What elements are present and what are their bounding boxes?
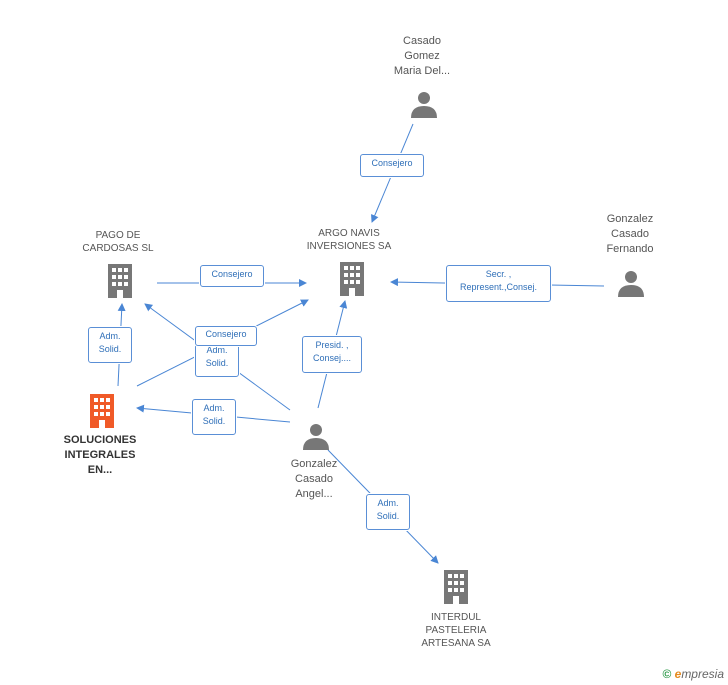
relation-text: Solid. (376, 511, 400, 521)
brand-initial: e (674, 667, 682, 681)
label-line: INTEGRALES (64, 449, 136, 461)
label-line: Maria Del... (393, 65, 451, 77)
company-label-soluciones[interactable]: SOLUCIONES INTEGRALES EN... (48, 433, 152, 478)
relation-label-secr-represent[interactable]: Secr. , Represent.,Consej. (446, 265, 551, 302)
label-line: INVERSIONES SA (306, 241, 392, 252)
person-label-gonzalez-angel[interactable]: Gonzalez Casado Angel... (264, 457, 364, 502)
label-line: PASTELERIA (425, 625, 487, 636)
person-label-casado-gomez[interactable]: Casado Gomez Maria Del... (370, 34, 474, 79)
relation-text: Solid. (202, 416, 226, 426)
relation-label-adm-solid[interactable]: Adm. Solid. (366, 494, 410, 530)
relation-text: Presid. , (315, 340, 349, 350)
label-line: Fernando (606, 243, 654, 255)
relation-text: Represent.,Consej. (459, 282, 538, 292)
person-icon[interactable] (616, 268, 646, 303)
relation-label-adm-solid[interactable]: Adm. Solid. (192, 399, 236, 435)
label-line: PAGO DE (95, 230, 141, 241)
relation-text: Consej.... (312, 353, 352, 363)
building-icon[interactable] (87, 394, 117, 433)
relation-text: Solid. (205, 358, 229, 368)
relation-label-presid-consej[interactable]: Presid. , Consej.... (302, 336, 362, 373)
relation-label-consejero[interactable]: Consejero (360, 154, 424, 177)
relation-text: Secr. , (485, 269, 512, 279)
relation-text: Adm. (377, 498, 399, 508)
label-line: SOLUCIONES (63, 434, 137, 446)
building-icon[interactable] (337, 262, 367, 301)
label-line: Angel... (295, 488, 333, 500)
relation-text: Consejero (205, 329, 247, 339)
relation-label-consejero[interactable]: Consejero (195, 326, 257, 346)
label-line: Casado (295, 473, 333, 485)
company-label-pago-cardosas[interactable]: PAGO DE CARDOSAS SL (66, 229, 170, 255)
brand-name: mpresia (681, 667, 724, 681)
person-icon[interactable] (301, 421, 331, 456)
label-line: Casado (403, 35, 441, 47)
building-icon[interactable] (441, 570, 471, 609)
relation-text: Consejero (211, 269, 253, 279)
label-line: Gonzalez (606, 213, 654, 225)
relation-text: Consejero (371, 158, 413, 168)
company-label-interdul[interactable]: INTERDUL PASTELERIA ARTESANA SA (400, 611, 512, 650)
relation-label-consejero[interactable]: Consejero (200, 265, 264, 287)
label-line: CARDOSAS SL (82, 243, 154, 254)
label-line: EN... (87, 464, 113, 476)
relation-text: Solid. (98, 344, 122, 354)
label-line: ARGO NAVIS (318, 228, 380, 239)
empresia-watermark: © empresia (662, 667, 724, 681)
label-line: ARTESANA SA (421, 638, 491, 649)
company-label-argo-navis[interactable]: ARGO NAVIS INVERSIONES SA (292, 227, 406, 253)
relation-label-adm-solid[interactable]: Adm. Solid. (195, 341, 239, 377)
relation-label-adm-solid[interactable]: Adm. Solid. (88, 327, 132, 363)
building-icon[interactable] (105, 264, 135, 303)
relation-text: Adm. (99, 331, 121, 341)
label-line: Gonzalez (290, 458, 338, 470)
person-icon[interactable] (409, 89, 439, 124)
label-line: Gomez (404, 50, 440, 62)
label-line: INTERDUL (430, 612, 481, 623)
label-line: Casado (611, 228, 649, 240)
copyright-symbol: © (662, 667, 672, 681)
relation-text: Adm. (206, 345, 228, 355)
person-label-gonzalez-fernando[interactable]: Gonzalez Casado Fernando (580, 212, 680, 257)
relation-text: Adm. (203, 403, 225, 413)
